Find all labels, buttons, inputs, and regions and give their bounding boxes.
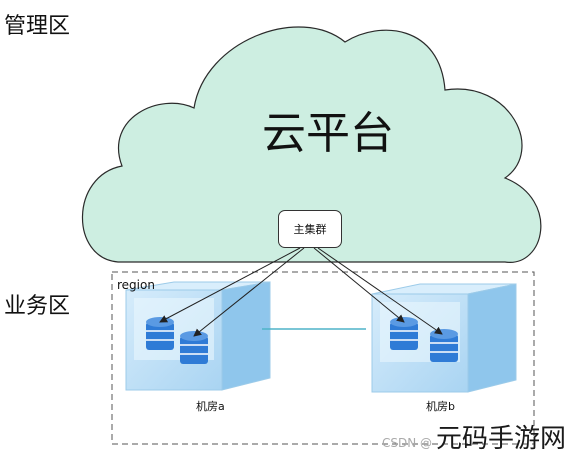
business-zone-label: 业务区 — [4, 294, 71, 319]
cloud-shape — [81, 26, 542, 263]
database-icon — [430, 329, 458, 362]
arrow-to-db-b2 — [317, 247, 443, 335]
watermark-small: CSDN @ — [382, 436, 433, 450]
room-a-label: 机房a — [196, 400, 225, 413]
management-zone-label: 管理区 — [4, 14, 71, 39]
master-cluster-node: 主集群 — [278, 210, 342, 248]
room-b-label: 机房b — [426, 400, 455, 413]
arrow-to-db-a2 — [193, 247, 305, 337]
watermark-big: 元码手游网 — [436, 424, 567, 454]
watermark: CSDN @ 元码手游网 — [382, 418, 566, 455]
region-label: region — [117, 278, 155, 292]
region-box — [111, 271, 535, 445]
arrow-to-db-b1 — [313, 247, 405, 323]
cloud-title: 云平台 — [262, 108, 394, 159]
arrow-to-db-a1 — [159, 247, 301, 323]
